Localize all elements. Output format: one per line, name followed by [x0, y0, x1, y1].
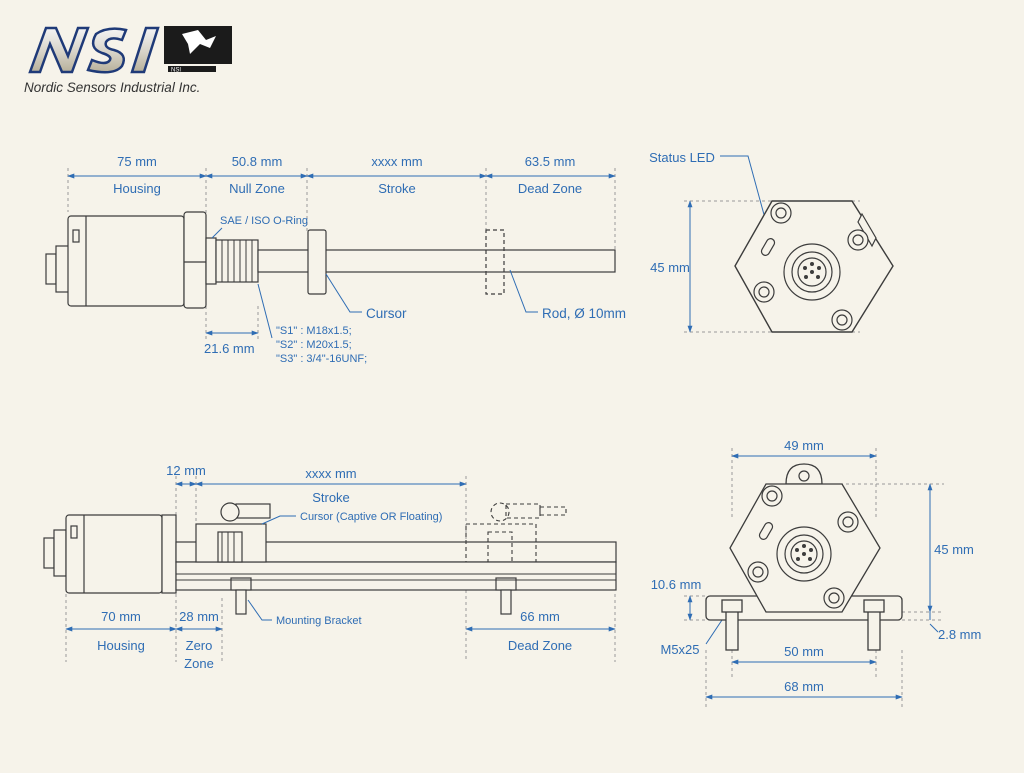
nsi-logo: NSI [28, 26, 232, 74]
connector-pins [803, 262, 821, 279]
company-name: Nordic Sensors Industrial Inc. [24, 80, 201, 95]
dim-zero-zone: 28 mm [179, 609, 219, 624]
dim-null-zone: 50.8 mm [232, 154, 283, 169]
dim-housing-bottom: 70 mm [101, 609, 141, 624]
label-zero-1: Zero [186, 638, 213, 653]
top-side-view: 75 mm Housing 50.8 mm Null Zone xxxx mm … [45, 154, 626, 365]
dim-stroke-bottom: xxxx mm [305, 466, 356, 481]
dim-housing-top: 75 mm [117, 154, 157, 169]
oring-note: SAE / ISO O-Ring [220, 215, 308, 227]
top-end-view: 45 mm Status LED [649, 150, 894, 333]
dim-68: 68 mm [784, 679, 824, 694]
dim-height-top-end: 45 mm [650, 260, 690, 275]
bottom-end-view: 49 mm 45 mm 10.6 mm 2.8 mm M5x25 50 mm 6… [651, 438, 981, 710]
dim-10-6: 10.6 mm [651, 577, 702, 592]
bottom-side-view: 12 mm xxxx mm Stroke 70 mm Housing 28 mm… [43, 463, 617, 671]
label-zero-2: Zone [184, 656, 214, 671]
label-null-zone: Null Zone [229, 181, 285, 196]
dim-height-45: 45 mm [934, 542, 974, 557]
thread-option-s3: "S3" : 3/4"-16UNF; [276, 353, 367, 365]
dim-dead-zone-top: 63.5 mm [525, 154, 576, 169]
dim-stroke-top: xxxx mm [371, 154, 422, 169]
label-stroke-top: Stroke [378, 181, 416, 196]
dim-2-8: 2.8 mm [938, 627, 981, 642]
logo-text: NSI [171, 68, 181, 74]
dim-50: 50 mm [784, 644, 824, 659]
status-led-label: Status LED [649, 150, 715, 165]
label-housing-bottom: Housing [97, 638, 145, 653]
cursor-label-top: Cursor [366, 306, 407, 321]
dim-dead-bottom: 66 mm [520, 609, 560, 624]
label-housing-top: Housing [113, 181, 161, 196]
dim-width-49: 49 mm [784, 438, 824, 453]
screw-label: M5x25 [660, 642, 699, 657]
cursor-note: Cursor (Captive OR Floating) [300, 511, 442, 523]
thread-option-s2: "S2" : M20x1.5; [276, 339, 352, 351]
status-led [760, 238, 776, 256]
dim-12mm: 12 mm [166, 463, 206, 478]
thread-option-s1: "S1" : M18x1.5; [276, 325, 352, 337]
dim-thread-length: 21.6 mm [204, 341, 255, 356]
bracket-note: Mounting Bracket [276, 615, 362, 627]
rod-label: Rod, Ø 10mm [542, 306, 626, 321]
label-dead-zone-top: Dead Zone [518, 181, 582, 196]
label-dead-bottom: Dead Zone [508, 638, 572, 653]
label-stroke-bottom: Stroke [312, 490, 350, 505]
